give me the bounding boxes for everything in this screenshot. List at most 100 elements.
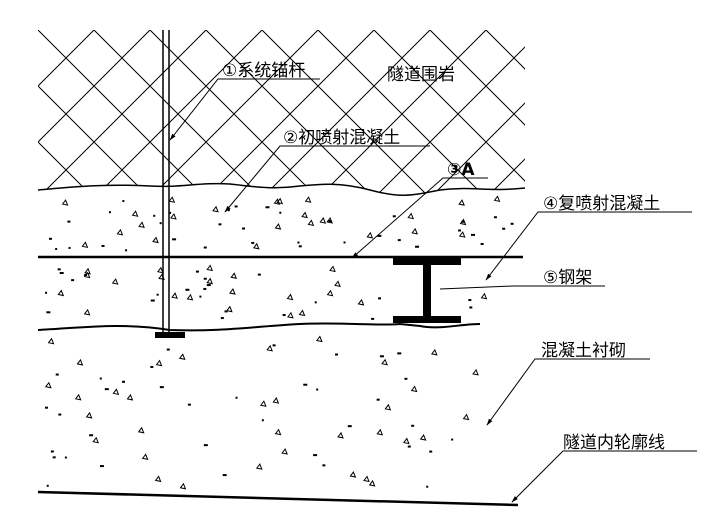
aggregate-dot	[472, 368, 479, 376]
aggregate-dot	[265, 206, 270, 209]
aggregate-dot	[166, 348, 170, 351]
aggregate-dot	[458, 231, 466, 238]
aggregate-dot	[55, 247, 58, 250]
aggregate-dot	[45, 406, 49, 409]
aggregate-dot	[282, 313, 286, 316]
aggregate-dot	[376, 398, 380, 401]
aggregate-dot	[368, 479, 376, 487]
aggregate-dot	[179, 482, 187, 490]
aggregate-dot	[59, 271, 64, 274]
aggregate-dot	[315, 335, 323, 343]
aggregate-dot	[104, 388, 109, 391]
aggregate-dot	[50, 450, 54, 453]
aggregate-dot	[493, 195, 501, 203]
aggregate-dot	[377, 234, 382, 237]
aggregate-dot	[45, 291, 48, 294]
aggregate-dot	[510, 222, 514, 225]
aggregate-dot	[411, 424, 415, 427]
aggregate-dot	[156, 293, 159, 296]
aggregate-dot	[131, 210, 139, 217]
aggregate-dot	[304, 196, 312, 203]
aggregate-dot	[158, 273, 165, 281]
aggregate-dot	[108, 211, 111, 214]
aggregate-dot	[335, 353, 339, 356]
aggregate-dot	[337, 431, 344, 439]
aggregate-dot	[314, 301, 317, 304]
aggregate-dot	[298, 245, 302, 248]
aggregate-dot	[255, 463, 263, 470]
aggregate-dot	[397, 239, 401, 242]
aggregate-dot	[297, 241, 300, 244]
aggregate-dot	[83, 308, 91, 316]
aggregate-dot	[186, 293, 194, 301]
aggregate-dot	[272, 344, 276, 347]
aggregate-dot	[407, 445, 411, 448]
label-initial-shotcrete: ②初喷射混凝土	[283, 128, 400, 148]
aggregate-dot	[126, 393, 134, 401]
aggregate-dot	[259, 400, 267, 407]
aggregate-dot	[195, 270, 199, 273]
aggregate-dot	[85, 411, 93, 419]
aggregate-dot	[76, 358, 84, 366]
aggregate-dot	[287, 311, 294, 319]
aggregate-dot	[67, 220, 71, 223]
aggregate-dot	[407, 212, 415, 220]
aggregate-dot	[468, 299, 472, 302]
aggregate-dot	[384, 403, 392, 411]
aggregate-dot	[347, 425, 352, 428]
aggregate-dot	[426, 485, 429, 488]
aggregate-dot	[187, 403, 191, 406]
aggregate-dot	[52, 456, 56, 459]
aggregate-dot	[199, 295, 202, 298]
aggregate-dot	[68, 246, 71, 249]
aggregate-dot	[493, 216, 497, 219]
aggregate-dot	[429, 450, 433, 453]
aggregate-dot	[64, 456, 67, 459]
aggregate-dot	[159, 386, 164, 389]
aggregate-dot	[185, 288, 190, 291]
aggregate-dot	[111, 278, 119, 285]
aggregate-dot	[137, 426, 145, 434]
aggregate-dot	[411, 227, 418, 235]
concrete-aggregate-dots	[44, 195, 514, 490]
aggregate-dot	[303, 383, 308, 386]
label-item-a: ③A	[447, 160, 475, 180]
aggregate-dot	[242, 227, 246, 230]
aggregate-dot	[480, 292, 488, 300]
aggregate-dot	[274, 223, 282, 230]
aggregate-dot	[286, 293, 294, 301]
aggregate-dot	[226, 305, 233, 313]
aggregate-dot	[379, 355, 384, 358]
aggregate-dot	[404, 377, 408, 380]
aggregate-dot	[410, 385, 418, 393]
aggregate-dot	[47, 337, 55, 345]
aggregate-dot	[279, 211, 282, 214]
aggregate-dot	[313, 454, 318, 457]
aggregate-dot	[502, 227, 506, 230]
aggregate-dot	[392, 215, 396, 218]
aggregate-dot	[251, 241, 255, 244]
aggregate-dot	[329, 265, 336, 273]
aggregate-dot	[349, 471, 357, 478]
aggregate-dot	[170, 212, 177, 220]
aggregate-dot	[307, 219, 315, 227]
aggregate-dot	[381, 358, 388, 366]
aggregate-dot	[150, 299, 155, 302]
aggregate-dot	[234, 205, 238, 208]
aggregate-dot	[469, 306, 473, 309]
aggregate-dot	[235, 396, 238, 399]
aggregate-dot	[57, 268, 61, 271]
aggregate-dot	[206, 277, 214, 285]
aggregate-dot	[316, 388, 319, 391]
aggregate-dot	[366, 231, 374, 239]
aggregate-dot	[212, 205, 219, 213]
aggregate-dot	[83, 271, 91, 279]
aggregate-dot	[178, 353, 186, 360]
aggregate-dot	[101, 244, 105, 247]
aggregate-dot	[322, 464, 326, 467]
aggregate-dot	[112, 388, 120, 395]
aggregate-dot	[281, 447, 288, 455]
